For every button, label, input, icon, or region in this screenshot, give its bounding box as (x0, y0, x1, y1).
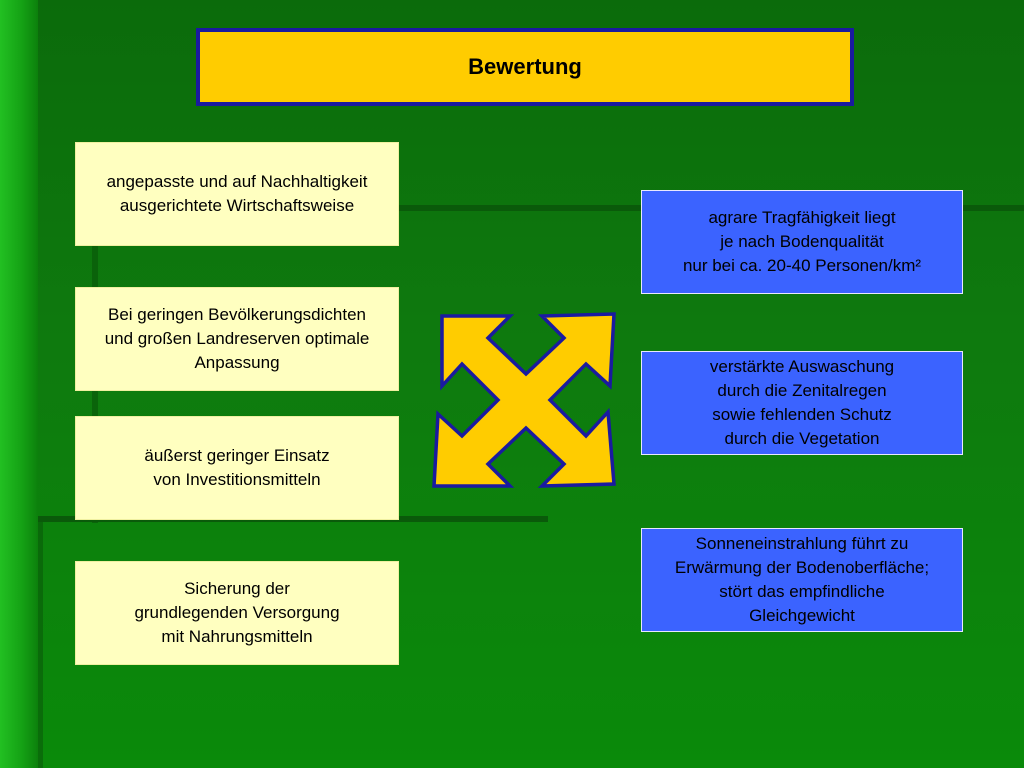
background-left-stripe (0, 0, 38, 768)
advantage-box-1: angepasste und auf Nachhaltigkeit ausger… (75, 142, 399, 246)
four-way-arrow-icon (432, 312, 616, 488)
title-banner: Bewertung (196, 28, 854, 106)
disadvantage-box-3: Sonneneinstrahlung führt zu Erwärmung de… (641, 528, 963, 632)
disadvantage-box-2: verstärkte Auswaschung durch die Zenital… (641, 351, 963, 455)
advantage-box-2: Bei geringen Bevölkerungsdichten und gro… (75, 287, 399, 391)
disadvantage-box-1: agrare Tragfähigkeit liegt je nach Boden… (641, 190, 963, 294)
four-way-arrow-shape (432, 312, 616, 488)
advantage-box-4: Sicherung der grundlegenden Versorgung m… (75, 561, 399, 665)
page-title: Bewertung (468, 54, 582, 79)
advantage-box-3: äußerst geringer Einsatz von Investition… (75, 416, 399, 520)
background-band (95, 205, 1024, 211)
background-line (38, 516, 43, 768)
